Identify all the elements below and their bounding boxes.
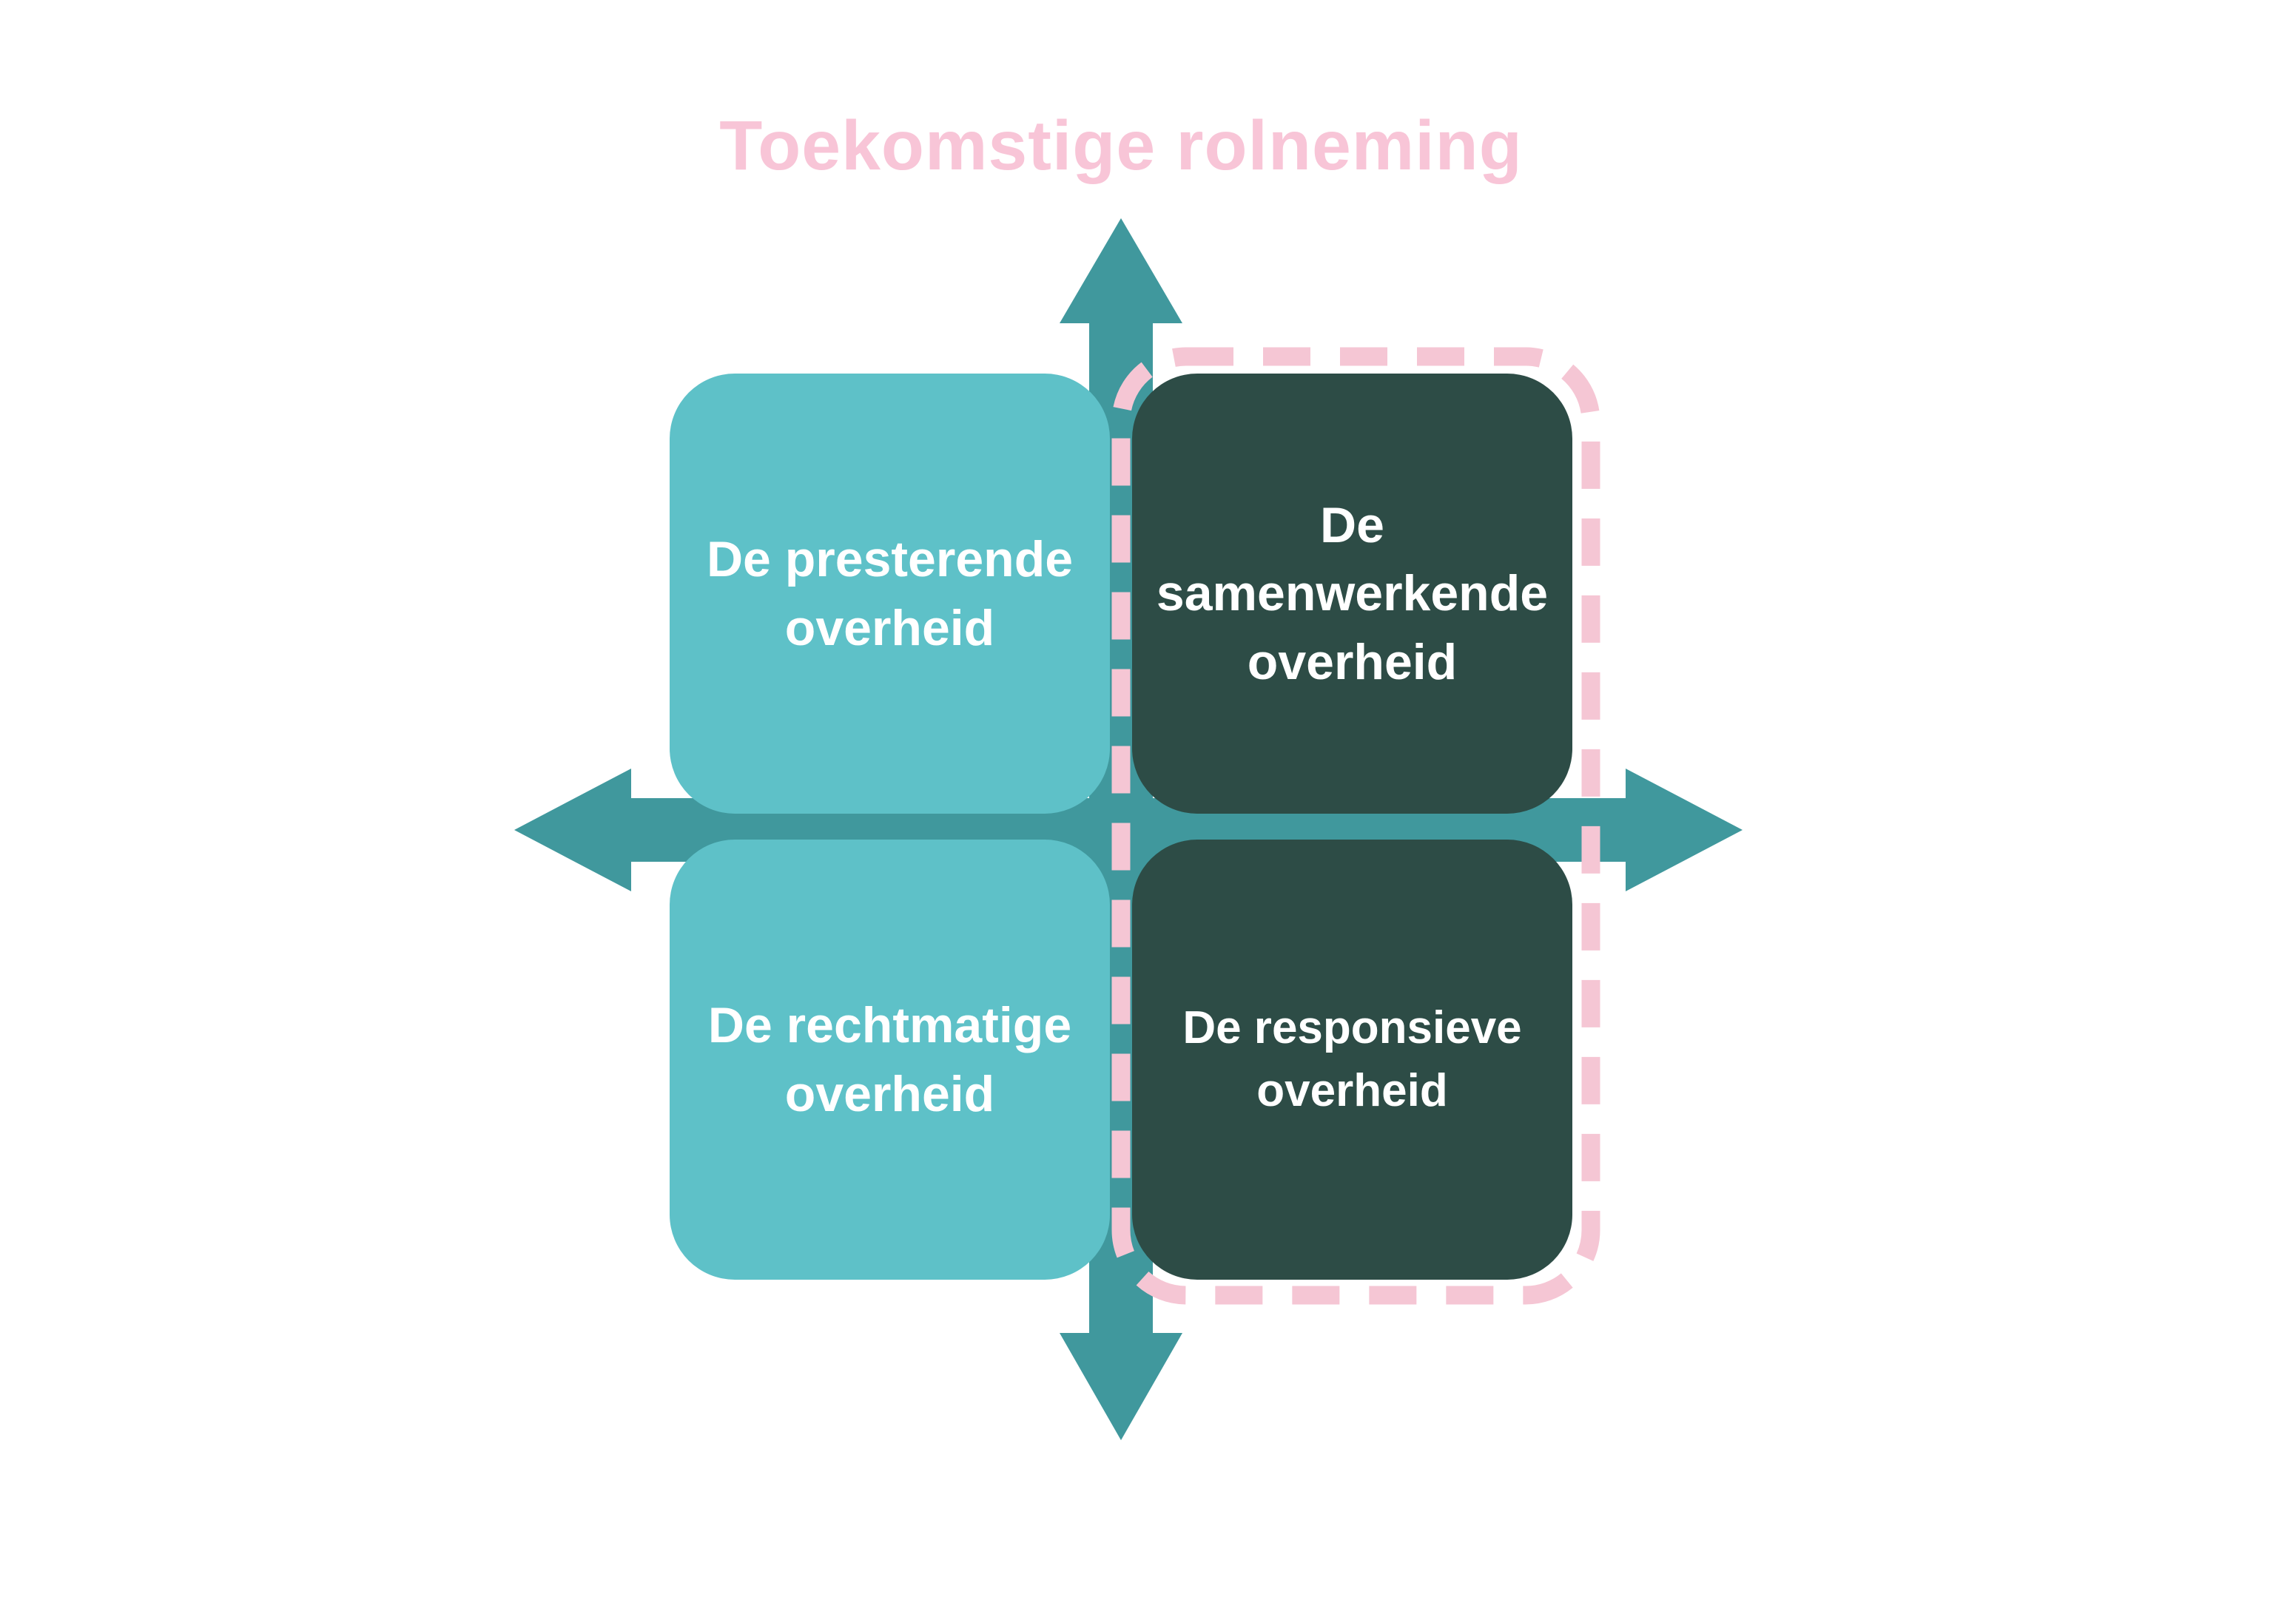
quadrant-label: De responsieve overheid xyxy=(1182,1002,1522,1116)
quadrant-samenwerkende-overheid: De samenwerkende overheid xyxy=(1132,374,1572,814)
quadrant-responsieve-overheid: De responsieve overheid xyxy=(1132,840,1572,1280)
arrow-up-icon xyxy=(1060,218,1182,323)
arrow-down-icon xyxy=(1060,1333,1182,1440)
quadrant-label: De presterende overheid xyxy=(706,531,1074,656)
quadrant-presterende-overheid: De presterende overheid xyxy=(670,374,1110,814)
quadrant-rechtmatige-overheid: De rechtmatige overheid xyxy=(670,840,1110,1280)
diagram-title: Toekomstige rolneming xyxy=(719,107,1523,185)
quadrant-label: De samenwerkende overheid xyxy=(1156,496,1549,690)
quadrant-label: De rechtmatige overheid xyxy=(707,997,1072,1122)
arrow-left-icon xyxy=(514,769,631,891)
arrow-right-icon xyxy=(1626,769,1743,891)
